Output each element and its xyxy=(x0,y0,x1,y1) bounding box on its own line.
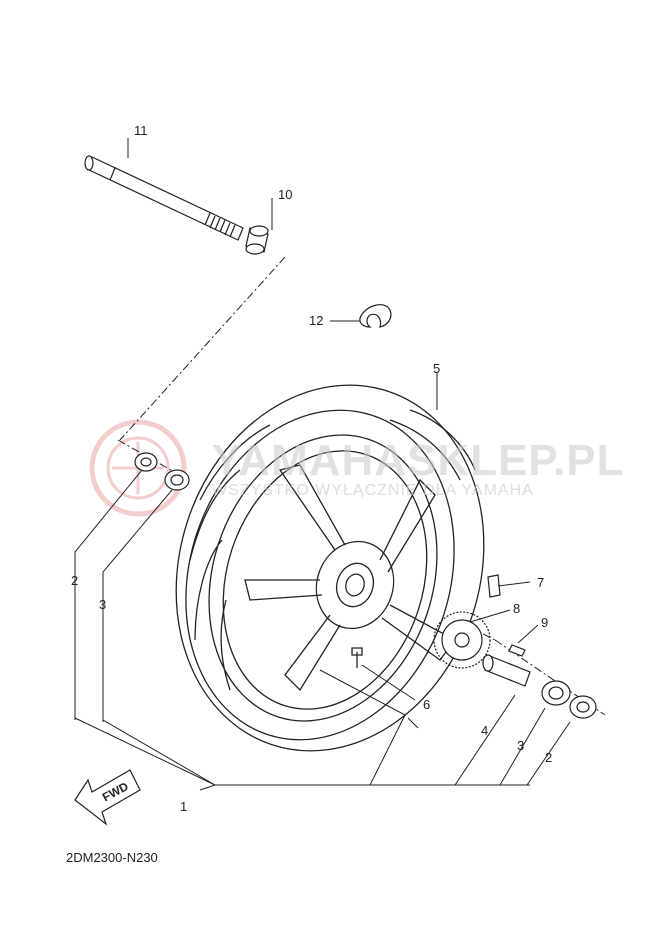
watermark-subtitle: WSZYSTKO WYŁĄCZNIE DLA YAMAHA xyxy=(212,482,534,499)
callout-9: 9 xyxy=(541,615,549,630)
axle-part xyxy=(84,155,244,241)
leader-lines xyxy=(74,138,571,791)
wheel-assembly xyxy=(175,384,485,752)
collar-part xyxy=(245,225,269,255)
forward-arrow xyxy=(74,769,141,826)
diagram-code: 2DM2300-N230 xyxy=(66,850,158,865)
watermark-title: YAMAHASKLEP.PL xyxy=(212,436,625,485)
callout-3-left: 3 xyxy=(99,597,107,612)
callout-8: 8 xyxy=(513,601,521,616)
callout-11: 11 xyxy=(134,123,148,138)
callout-1: 1 xyxy=(180,799,188,814)
callout-2-right: 2 xyxy=(545,750,553,765)
callout-6: 6 xyxy=(423,697,431,712)
callout-2-left: 2 xyxy=(71,573,79,588)
left-bearings xyxy=(134,452,190,491)
callout-12: 12 xyxy=(309,313,324,328)
clip-part xyxy=(359,304,392,328)
right-parts xyxy=(433,574,597,719)
callout-7: 7 xyxy=(537,575,545,590)
callout-3-right: 3 xyxy=(517,738,525,753)
callout-4: 4 xyxy=(481,723,489,738)
callout-5: 5 xyxy=(433,361,441,376)
callout-10: 10 xyxy=(278,187,293,202)
